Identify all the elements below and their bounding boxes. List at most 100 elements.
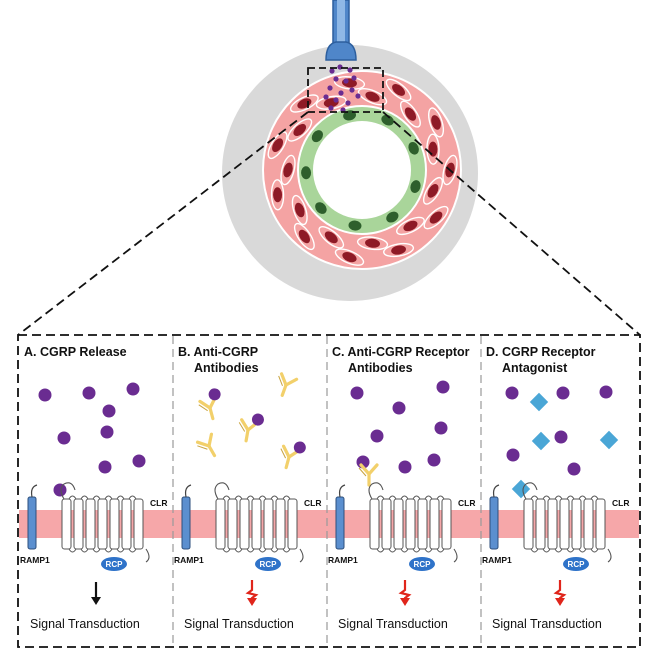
antagonist-molecule	[531, 431, 551, 451]
cgrp-peptide	[98, 460, 112, 474]
signal-label: Signal Transduction	[492, 617, 602, 631]
panel-frame	[17, 334, 641, 648]
rcp-label: RCP	[414, 560, 432, 569]
smooth-muscle-nucleus	[365, 238, 380, 248]
antibody	[238, 413, 264, 443]
bound-cgrp	[293, 441, 306, 454]
endothelial-nucleus	[315, 202, 327, 214]
clr-helix	[559, 498, 570, 550]
rcp-label: RCP	[568, 560, 586, 569]
panel-subtitle: Antagonist	[502, 361, 568, 375]
ramp1-label: RAMP1	[174, 555, 204, 565]
zoom-line-left	[17, 111, 309, 336]
smooth-muscle-nucleus	[324, 231, 338, 244]
released-cgrp-particles	[323, 64, 361, 113]
smooth-muscle-cell	[428, 107, 445, 138]
smooth-muscle-nucleus	[429, 211, 443, 224]
clr-c-terminus	[453, 548, 458, 563]
clr-helix	[97, 498, 108, 550]
smooth-muscle-nucleus	[403, 220, 418, 232]
blocked-arrow-head	[247, 598, 257, 606]
endothelial-nucleus	[410, 180, 421, 193]
rcp-protein	[255, 557, 281, 571]
ramp1-protein	[181, 496, 191, 550]
cgrp-peptide	[506, 448, 520, 462]
cgrp-particle	[328, 105, 334, 111]
ligand-layer	[38, 382, 146, 497]
cgrp-peptide	[436, 380, 450, 394]
antibody	[195, 432, 217, 458]
smooth-muscle-cell	[289, 94, 319, 113]
panel-anti-cgrp-receptor-antibodies: C. Anti-CGRP Receptor Antibodies RCPRAMP…	[328, 345, 475, 631]
cgrp-peptide	[38, 388, 52, 402]
rcp-label: RCP	[260, 560, 278, 569]
cgrp-particle	[327, 85, 333, 91]
cgrp-peptide	[350, 386, 364, 400]
clr-label: CLR	[150, 498, 167, 508]
panel-subtitle: Antibodies	[348, 361, 413, 375]
smooth-muscle-cell	[334, 248, 365, 266]
antagonist-molecule	[529, 392, 549, 412]
zoom-box	[307, 67, 384, 113]
cgrp-peptide	[398, 460, 412, 474]
panel-subtitle: Antibodies	[194, 361, 259, 375]
clr-helix	[595, 498, 606, 550]
smooth-muscle-nucleus	[391, 245, 406, 255]
blocked-arrow-head	[555, 598, 565, 606]
smooth-muscle-cell	[267, 131, 288, 160]
clr-helix	[381, 498, 392, 550]
ramp1-protein	[335, 496, 345, 550]
clr-helix	[369, 498, 380, 550]
clr-label: CLR	[612, 498, 629, 508]
smooth-muscle-nucleus	[427, 184, 439, 198]
clr-helix	[239, 498, 250, 550]
cgrp-particle	[329, 68, 335, 74]
clr-helix	[583, 498, 594, 550]
vessel-lumen	[313, 121, 411, 219]
ramp1-label: RAMP1	[20, 555, 50, 565]
cgrp-peptide	[434, 421, 448, 435]
clr-helix	[523, 498, 534, 550]
endothelial-nucleus	[381, 114, 394, 126]
clr-helix	[227, 498, 238, 550]
clr-helix	[215, 498, 226, 550]
panel-cgrp-receptor-antagonist: D. CGRP Receptor Antagonist RCPRAMP1CLR …	[482, 345, 629, 631]
blocked-arrow-head	[400, 598, 410, 606]
endothelial-nucleus	[408, 141, 419, 155]
antibody	[280, 441, 306, 470]
smooth-muscle-cell	[291, 194, 308, 226]
signal-label: Signal Transduction	[184, 617, 294, 631]
endothelial-nucleus	[348, 220, 362, 231]
clr-helix	[417, 498, 428, 550]
smooth-muscle-cell	[357, 87, 388, 106]
signal-arrow	[553, 580, 567, 606]
clr-helix	[61, 498, 72, 550]
panel-title: A. CGRP Release	[24, 345, 127, 359]
clr-helix	[263, 498, 274, 550]
signal-arrow	[91, 582, 101, 605]
clr-helix	[571, 498, 582, 550]
clr-label: CLR	[304, 498, 321, 508]
smooth-muscle-cell	[399, 100, 421, 128]
smooth-muscle-cells	[267, 75, 458, 266]
cgrp-particle	[333, 76, 339, 82]
cgrp-peptide	[53, 483, 67, 497]
cgrp-particle	[343, 78, 349, 84]
smooth-muscle-cell	[385, 78, 412, 102]
cgrp-peptide	[57, 431, 71, 445]
smooth-muscle-cell	[383, 242, 415, 258]
cgrp-receptor: RCP RAMP1 CLR	[174, 482, 321, 571]
smooth-muscle-nucleus	[392, 84, 406, 96]
cgrp-peptide	[126, 382, 140, 396]
clr-helix	[121, 498, 132, 550]
cgrp-peptide	[392, 401, 406, 415]
smooth-muscle-cell	[423, 205, 449, 230]
ramp1-protein	[489, 496, 499, 550]
clr-c-terminus	[299, 548, 304, 563]
clr-n-terminus	[522, 482, 538, 500]
cgrp-particle	[351, 75, 357, 81]
zoom-line-right	[382, 111, 641, 336]
antibody	[198, 388, 221, 421]
